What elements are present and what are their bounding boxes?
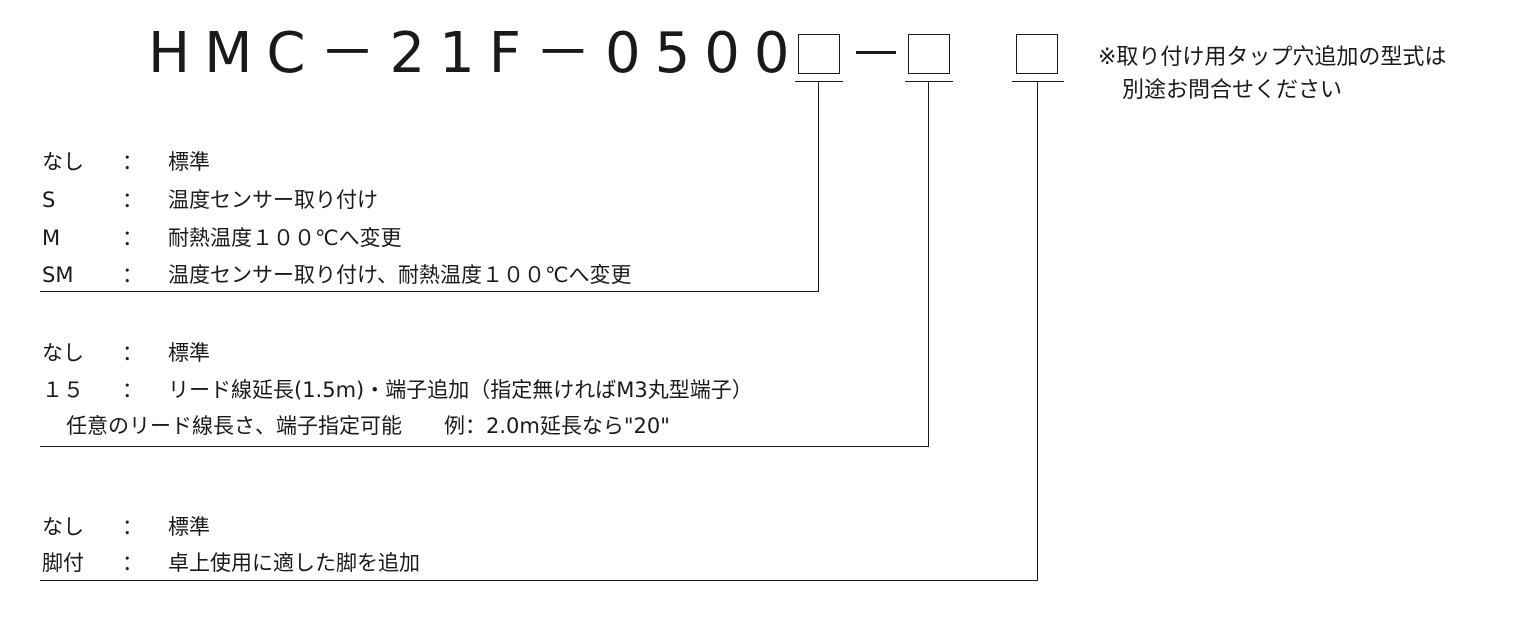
group-3-row-1-sep: ： <box>122 515 143 539</box>
group-1-connector <box>818 81 819 292</box>
option-box-2 <box>908 34 950 74</box>
box-1-underline <box>795 81 843 82</box>
group-2-underline <box>40 446 928 447</box>
group-1-row-2-key: S <box>42 188 56 212</box>
group-2-row-2-desc: リード線延長(1.5m)・端子追加（指定無ければM3丸型端子） <box>168 378 753 402</box>
group-3-row-2-sep: ： <box>122 551 143 575</box>
box-3-underline <box>1012 81 1064 82</box>
group-2-row-1-key: なし <box>42 341 84 365</box>
group-3-underline <box>40 580 1038 581</box>
group-1-underline <box>40 291 818 292</box>
group-3-connector <box>1037 81 1038 581</box>
group-1-row-3-key: M <box>42 226 61 250</box>
group-2-extra-note: 任意のリード線長さ、端子指定可能 例：2.0m延長なら"20" <box>66 414 670 438</box>
model-code: HMC－21F－0500 <box>148 21 804 86</box>
option-box-1 <box>798 34 840 74</box>
group-1-row-4-sep: ： <box>122 263 143 287</box>
group-3-row-2-key: 脚付 <box>42 551 84 575</box>
group-1-row-4-key: SM <box>42 263 74 287</box>
group-1-row-1-desc: 標準 <box>168 150 210 174</box>
group-1-row-3-sep: ： <box>122 226 143 250</box>
group-2-row-2-sep: ： <box>122 378 143 402</box>
group-3-row-2-desc: 卓上使用に適した脚を追加 <box>168 551 420 575</box>
group-3-row-1-key: なし <box>42 515 84 539</box>
group-1-row-1-key: なし <box>42 150 84 174</box>
group-1-row-3-desc: 耐熱温度１００℃へ変更 <box>168 226 402 250</box>
group-2-row-1-desc: 標準 <box>168 341 210 365</box>
group-2-row-2-key: １５ <box>42 378 84 402</box>
group-1-row-2-sep: ： <box>122 188 143 212</box>
option-hyphen <box>856 51 896 54</box>
option-box-3 <box>1016 34 1058 74</box>
group-1-row-2-desc: 温度センサー取り付け <box>168 188 378 212</box>
group-2-row-1-sep: ： <box>122 341 143 365</box>
group-3-row-1-desc: 標準 <box>168 515 210 539</box>
group-2-connector <box>928 81 929 447</box>
group-1-row-1-sep: ： <box>122 150 143 174</box>
group-1-row-4-desc: 温度センサー取り付け、耐熱温度１００℃へ変更 <box>168 263 632 287</box>
note-line-1: ※取り付け用タップ穴追加の型式は <box>1098 45 1447 70</box>
box-2-underline <box>905 81 953 82</box>
note-line-2: 別途お問合せください <box>1122 78 1343 103</box>
